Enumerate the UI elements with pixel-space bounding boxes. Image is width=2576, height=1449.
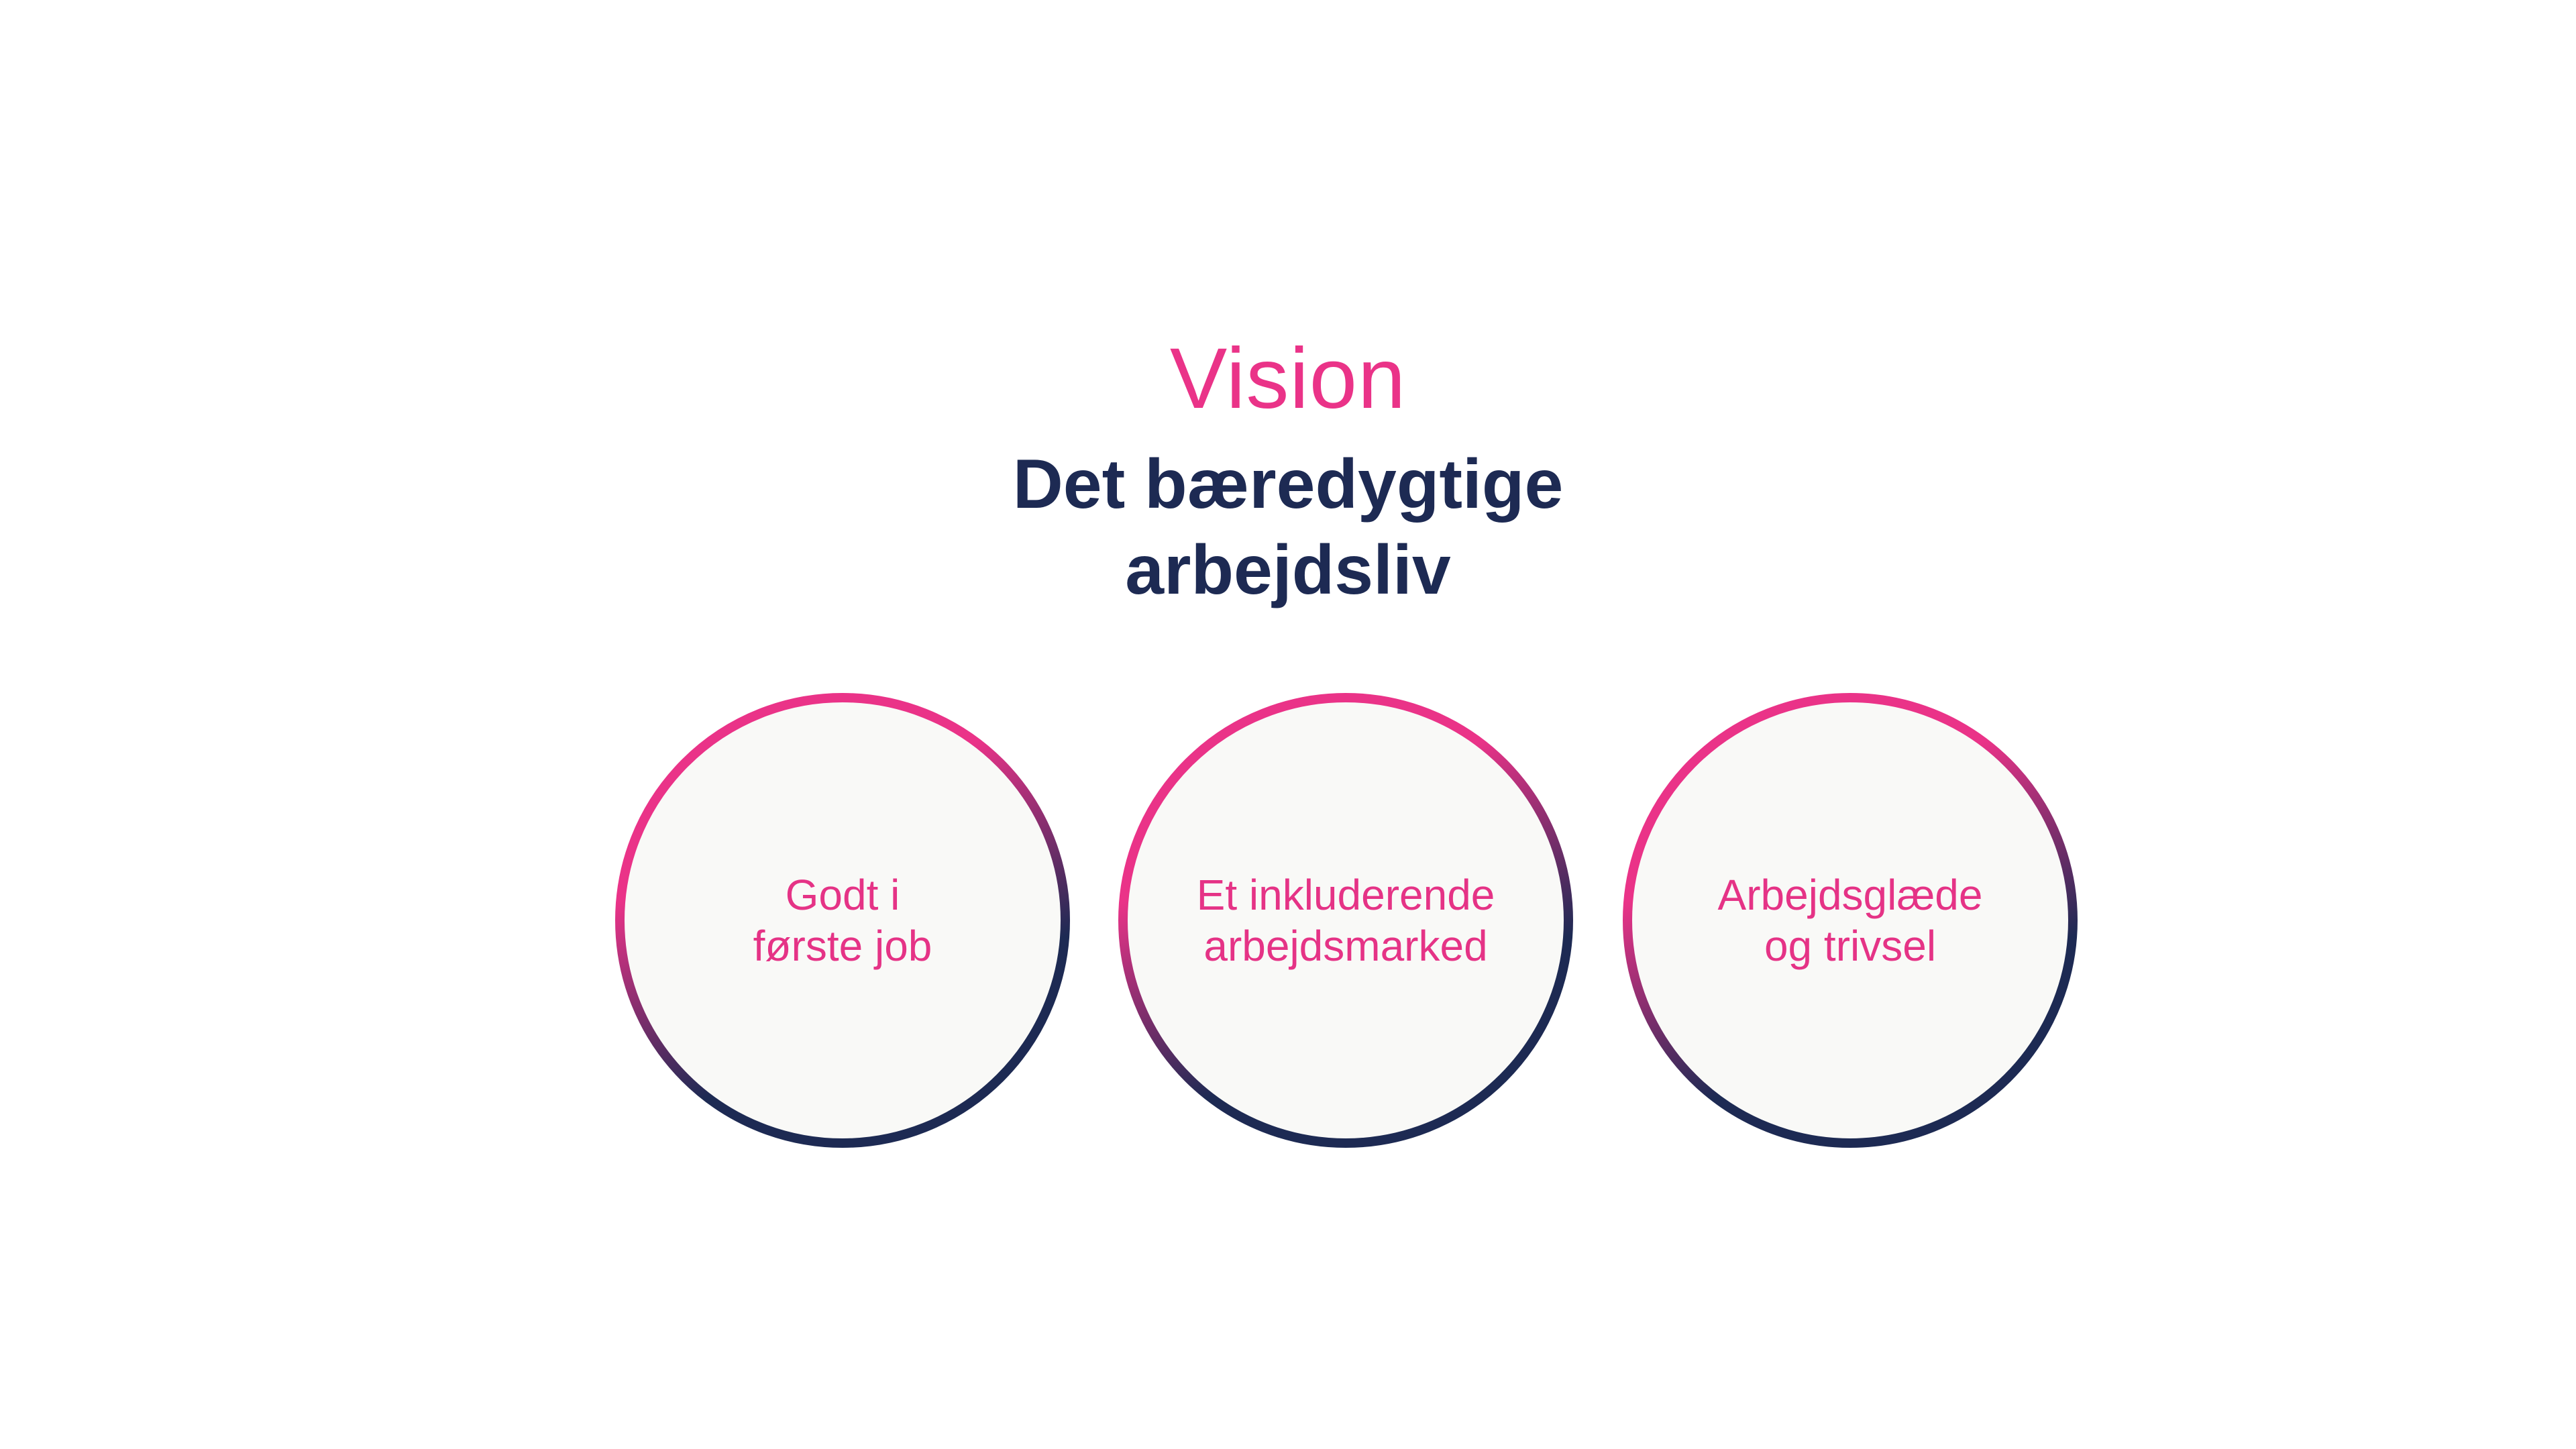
headline-line-2: arbejdsliv bbox=[1125, 531, 1451, 609]
pillar-3-line-2: og trivsel bbox=[1764, 922, 1937, 970]
pillar-label-2: Et inkluderende arbejdsmarked bbox=[1116, 691, 1575, 1150]
headline-line-1: Det bæredygtige bbox=[1012, 445, 1564, 523]
pillar-label-1: Godt i første job bbox=[613, 691, 1072, 1150]
pillar-ring-3 bbox=[1623, 693, 2078, 1148]
pillar-1-line-2: første job bbox=[753, 922, 932, 970]
pillar-3-line-1: Arbejdsglæde bbox=[1717, 871, 1983, 919]
pillar-circle-inclusive-labour-market: Et inkluderende arbejdsmarked bbox=[1116, 691, 1575, 1150]
vision-headline: Det bæredygtige arbejdsliv bbox=[0, 441, 2576, 613]
pillar-ring-2 bbox=[1118, 693, 1573, 1148]
pillar-ring-1 bbox=[615, 693, 1070, 1148]
pillar-circle-wellbeing: Arbejdsglæde og trivsel bbox=[1621, 691, 2080, 1150]
pillar-circle-first-job: Godt i første job bbox=[613, 691, 1072, 1150]
vision-kicker: Vision bbox=[1169, 331, 1407, 427]
pillar-2-line-2: arbejdsmarked bbox=[1203, 922, 1488, 970]
pillar-1-line-1: Godt i bbox=[785, 871, 900, 919]
pillar-label-3: Arbejdsglæde og trivsel bbox=[1621, 691, 2080, 1150]
pillar-2-line-1: Et inkluderende bbox=[1196, 871, 1495, 919]
